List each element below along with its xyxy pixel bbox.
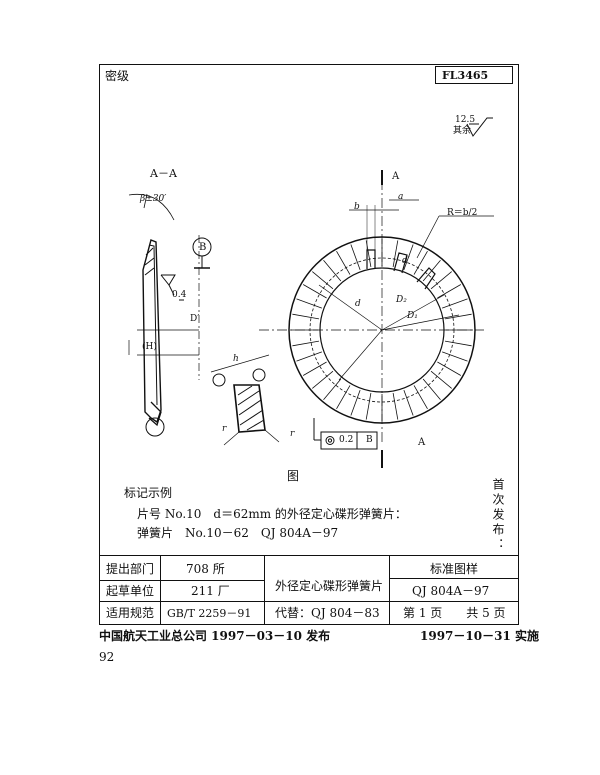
dim-d-prime: D′ [190, 314, 200, 324]
angle-label: β±30′ [140, 194, 167, 204]
scope-label: 适用规范 [106, 606, 155, 620]
hatch-line [292, 340, 320, 347]
dim-d-small: d′ [402, 256, 410, 266]
hatch-line [444, 313, 472, 320]
hatch-line [296, 298, 322, 309]
hatch-line [296, 351, 322, 362]
hatch-line [442, 351, 468, 362]
hatch-line [403, 390, 414, 416]
dim-r-left: r [222, 424, 227, 434]
scope-value: GB/T 2259－91 [167, 607, 252, 620]
section-detail [210, 354, 280, 446]
hatch-line [312, 271, 334, 290]
dim-a: a [398, 192, 404, 202]
draft-value: 211 厂 [191, 584, 230, 598]
technical-drawing [128, 170, 494, 468]
title-block-col2 [264, 555, 265, 625]
hatch-line [302, 284, 327, 299]
hatch-line [392, 392, 399, 420]
notes-line-1: 片号 No.10 d＝62mm 的外径定心碟形弹簧片： [137, 507, 407, 521]
hatch-line [365, 392, 372, 420]
section-profile [128, 193, 212, 437]
hatch-line [350, 244, 361, 270]
hatch-line [430, 271, 452, 290]
hatch-line [444, 340, 472, 347]
hatch-line [437, 361, 462, 376]
page-number: 92 [99, 650, 115, 664]
title-block-row2 [99, 601, 519, 602]
cut-a-bottom: A [418, 437, 426, 448]
doc-code: FL3465 [442, 69, 489, 82]
draft-label: 起草单位 [106, 584, 155, 598]
roughness-value: 12.5 [455, 115, 476, 125]
hatch-line [350, 390, 361, 416]
hatch-line [442, 298, 468, 309]
hatch-line [422, 378, 441, 400]
dim-0-4: 0.4 [172, 290, 187, 300]
figure-caption: 图 [287, 469, 300, 483]
tolerance-value: 0.2 [339, 435, 354, 445]
hatch-line [392, 240, 399, 268]
hatch-line [323, 260, 342, 282]
title-block-col3 [389, 555, 390, 625]
hatch-line [336, 385, 351, 410]
hatch-line [302, 361, 327, 376]
hatch-line [413, 250, 428, 275]
title-block-row1 [99, 580, 264, 581]
dim-d2: D₂ [396, 295, 407, 305]
dim-h-paren: (H) [142, 342, 157, 352]
notes-line-2: 弹簧片 No.10－62 QJ 804A－97 [137, 526, 339, 540]
title-block-col1 [160, 555, 161, 625]
standard-title: 外径定心碟形弹簧片 [275, 579, 384, 593]
page-label: 第 1 页 共 5 页 [403, 606, 506, 620]
dim-r-right: r [290, 429, 295, 439]
section-label: A－A [150, 167, 177, 180]
dim-h: h [233, 354, 239, 364]
hatch-line [403, 244, 414, 270]
classification-label: 密级 [105, 69, 130, 83]
notes-heading: 标记示例 [124, 486, 173, 500]
std-number: QJ 804A－97 [412, 584, 490, 598]
doc-code-box [435, 66, 513, 84]
std-label: 标准图样 [430, 562, 479, 576]
roughness-rest-label: 其余 [453, 126, 472, 136]
roughness-symbol [466, 117, 493, 137]
publisher: 中国航天工业总公司 1997－03－10 发布 [99, 629, 331, 643]
radius-note: R＝b/2 [447, 208, 478, 218]
datum-b-label: B [199, 242, 207, 253]
dim-d: d [355, 299, 361, 309]
tolerance-datum: B [366, 435, 373, 445]
hatch-line [323, 378, 342, 400]
title-block-right-row1 [389, 578, 519, 579]
hatch-line [437, 284, 462, 299]
dept-value: 708 所 [186, 562, 225, 576]
effective-date: 1997－10－31 实施 [420, 629, 539, 643]
plan-view [259, 170, 494, 468]
hatch-line [336, 250, 351, 275]
hatch-line [292, 313, 320, 320]
cut-a-top: A [392, 171, 400, 182]
hatch-line [312, 370, 334, 389]
side-stamp: 首次发布： [491, 478, 505, 553]
dept-label: 提出部门 [106, 562, 155, 576]
drawing-frame [99, 64, 519, 625]
dim-b: b [354, 202, 360, 212]
replace-label: 代替：QJ 804－83 [275, 606, 380, 620]
hatch-line [413, 385, 428, 410]
title-block-top [99, 555, 519, 556]
hatch-line [430, 370, 452, 389]
dim-d1: D₁ [407, 311, 418, 321]
